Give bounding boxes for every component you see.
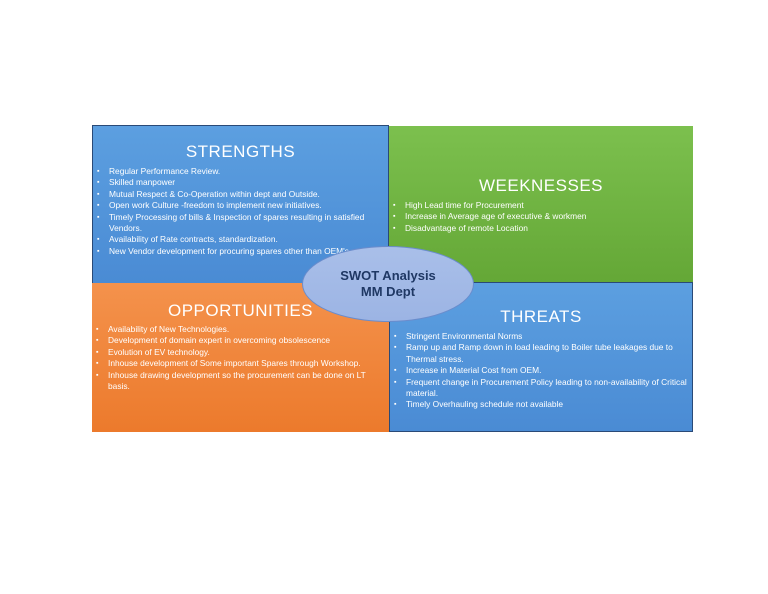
list-item: Ramp up and Ramp down in load leading to… — [390, 342, 692, 365]
list-item: Timely Processing of bills & Inspection … — [93, 212, 388, 235]
list-item: Development of domain expert in overcomi… — [92, 335, 389, 347]
list-item: Inhouse drawing development so the procu… — [92, 370, 389, 393]
list-item: Inhouse development of Some important Sp… — [92, 358, 389, 370]
list-item: Availability of Rate contracts, standard… — [93, 234, 388, 246]
list-item: Evolution of EV technology. — [92, 347, 389, 359]
center-subtitle: MM Dept — [360, 284, 416, 299]
list-item: New Vendor development for procuring spa… — [93, 246, 388, 258]
weaknesses-list: High Lead time for Procurement Increase … — [389, 200, 693, 235]
list-item: Stringent Environmental Norms — [390, 331, 692, 343]
list-item: Regular Performance Review. — [93, 166, 388, 178]
strengths-title: STRENGTHS — [185, 142, 296, 161]
list-item: Increase in Average age of executive & w… — [389, 211, 693, 223]
list-item: Timely Overhauling schedule not availabl… — [390, 399, 692, 411]
threats-list: Stringent Environmental Norms Ramp up an… — [390, 331, 692, 411]
center-title: SWOT Analysis — [340, 268, 436, 283]
list-item: Mutual Respect & Co-Operation within dep… — [93, 189, 388, 201]
list-item: Availability of New Technologies. — [92, 324, 389, 336]
list-item: Increase in Material Cost from OEM. — [390, 365, 692, 377]
opportunities-title: OPPORTUNITIES — [167, 301, 314, 320]
center-oval: SWOT Analysis MM Dept — [302, 246, 474, 322]
strengths-quadrant: STRENGTHS Regular Performance Review. Sk… — [92, 125, 389, 284]
weaknesses-title: WEEKNESSES — [478, 176, 604, 195]
list-item: Open work Culture -freedom to implement … — [93, 200, 388, 212]
list-item: Skilled manpower — [93, 177, 388, 189]
opportunities-quadrant: OPPORTUNITIES Availability of New Techno… — [92, 283, 389, 432]
opportunities-list: Availability of New Technologies. Develo… — [92, 324, 389, 392]
strengths-list: Regular Performance Review. Skilled manp… — [93, 166, 388, 258]
threats-title: THREATS — [500, 307, 582, 326]
list-item: High Lead time for Procurement — [389, 200, 693, 212]
list-item: Disadvantage of remote Location — [389, 223, 693, 235]
list-item: Frequent change in Procurement Policy le… — [390, 377, 692, 400]
